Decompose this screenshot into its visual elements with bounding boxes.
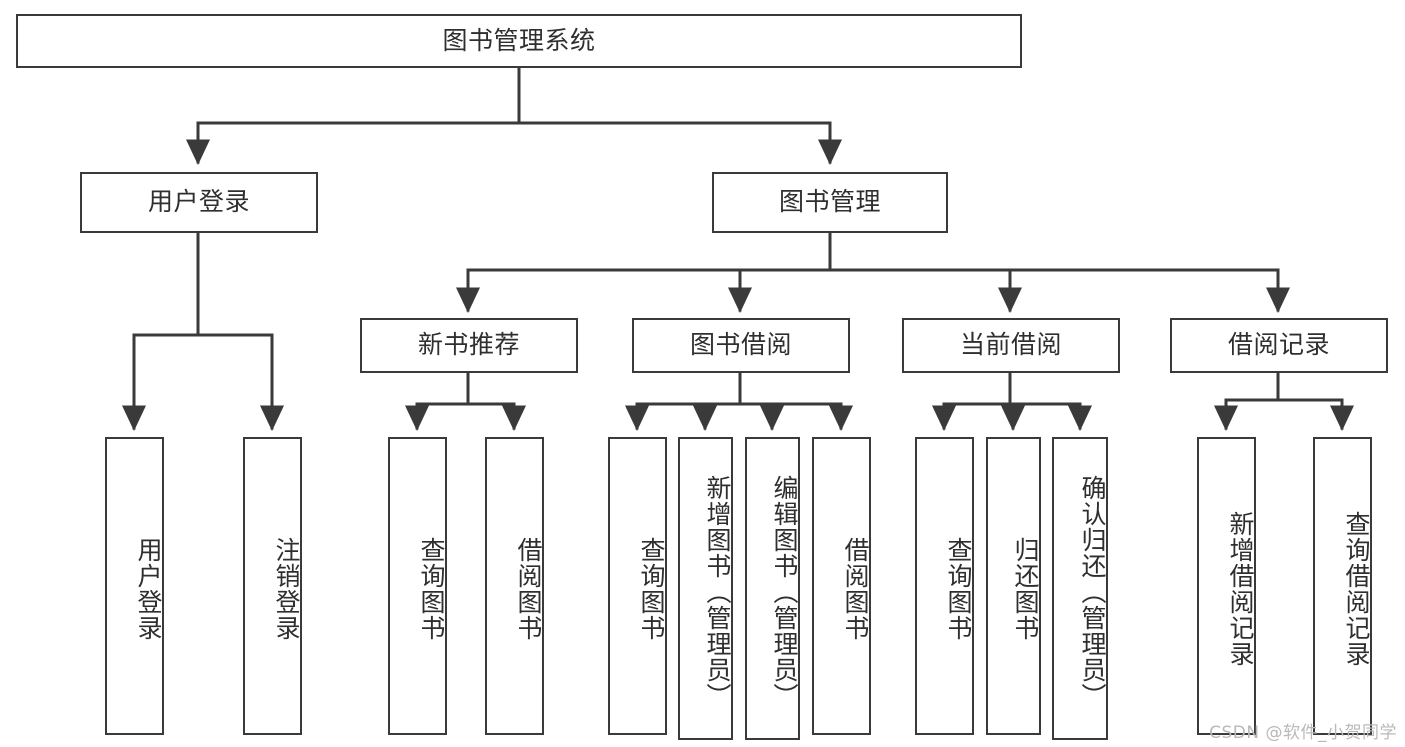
node-leaf-label: 查询图书 xyxy=(944,537,973,641)
node-leaf-new-book-query[interactable]: 查询图书 xyxy=(388,437,447,735)
node-root-label: 图书管理系统 xyxy=(442,25,596,55)
node-current-borrow-label: 当前借阅 xyxy=(959,330,1062,360)
node-root[interactable]: 图书管理系统 xyxy=(16,14,1022,68)
node-leaf-label: 注销登录 xyxy=(272,537,301,641)
node-leaf-label: 编辑图书（管理员） xyxy=(770,474,799,709)
node-user-login-label: 用户登录 xyxy=(147,187,250,217)
node-borrow-record-label: 借阅记录 xyxy=(1227,330,1330,360)
node-book-borrow-label: 图书借阅 xyxy=(689,330,792,360)
node-leaf-new-book-borrow[interactable]: 借阅图书 xyxy=(485,437,544,735)
node-leaf-label: 新增借阅记录 xyxy=(1226,511,1255,667)
node-new-book-recommend[interactable]: 新书推荐 xyxy=(360,318,578,373)
node-leaf-label: 用户登录 xyxy=(134,537,163,641)
node-leaf-borrow-record-query[interactable]: 查询借阅记录 xyxy=(1313,437,1372,735)
node-leaf-user-login-login[interactable]: 用户登录 xyxy=(105,437,164,735)
csdn-watermark: CSDN @软件_小贺同学 xyxy=(1209,723,1397,743)
node-leaf-label: 确认归还（管理员） xyxy=(1078,474,1107,709)
node-book-management[interactable]: 图书管理 xyxy=(712,172,948,233)
node-book-management-label: 图书管理 xyxy=(778,187,881,217)
node-leaf-book-borrow-borrow[interactable]: 借阅图书 xyxy=(812,437,871,735)
node-leaf-book-borrow-edit[interactable]: 编辑图书（管理员） xyxy=(745,437,800,740)
node-borrow-record[interactable]: 借阅记录 xyxy=(1170,318,1388,373)
node-leaf-current-borrow-query[interactable]: 查询图书 xyxy=(915,437,974,735)
node-leaf-label: 借阅图书 xyxy=(514,537,543,641)
node-leaf-label: 新增图书（管理员） xyxy=(703,474,732,709)
node-current-borrow[interactable]: 当前借阅 xyxy=(902,318,1120,373)
node-leaf-book-borrow-add[interactable]: 新增图书（管理员） xyxy=(678,437,733,740)
node-leaf-label: 归还图书 xyxy=(1011,537,1040,641)
node-leaf-label: 查询图书 xyxy=(417,537,446,641)
node-new-book-recommend-label: 新书推荐 xyxy=(417,330,520,360)
node-leaf-book-borrow-query[interactable]: 查询图书 xyxy=(608,437,667,735)
node-leaf-label: 查询图书 xyxy=(637,537,666,641)
node-leaf-label: 借阅图书 xyxy=(841,537,870,641)
node-user-login[interactable]: 用户登录 xyxy=(80,172,318,233)
node-leaf-current-borrow-confirm[interactable]: 确认归还（管理员） xyxy=(1052,437,1108,740)
node-leaf-label: 查询借阅记录 xyxy=(1342,511,1371,667)
node-leaf-borrow-record-add[interactable]: 新增借阅记录 xyxy=(1197,437,1256,735)
node-leaf-current-borrow-return[interactable]: 归还图书 xyxy=(986,437,1041,735)
node-book-borrow[interactable]: 图书借阅 xyxy=(632,318,850,373)
node-leaf-user-login-logout[interactable]: 注销登录 xyxy=(243,437,302,735)
